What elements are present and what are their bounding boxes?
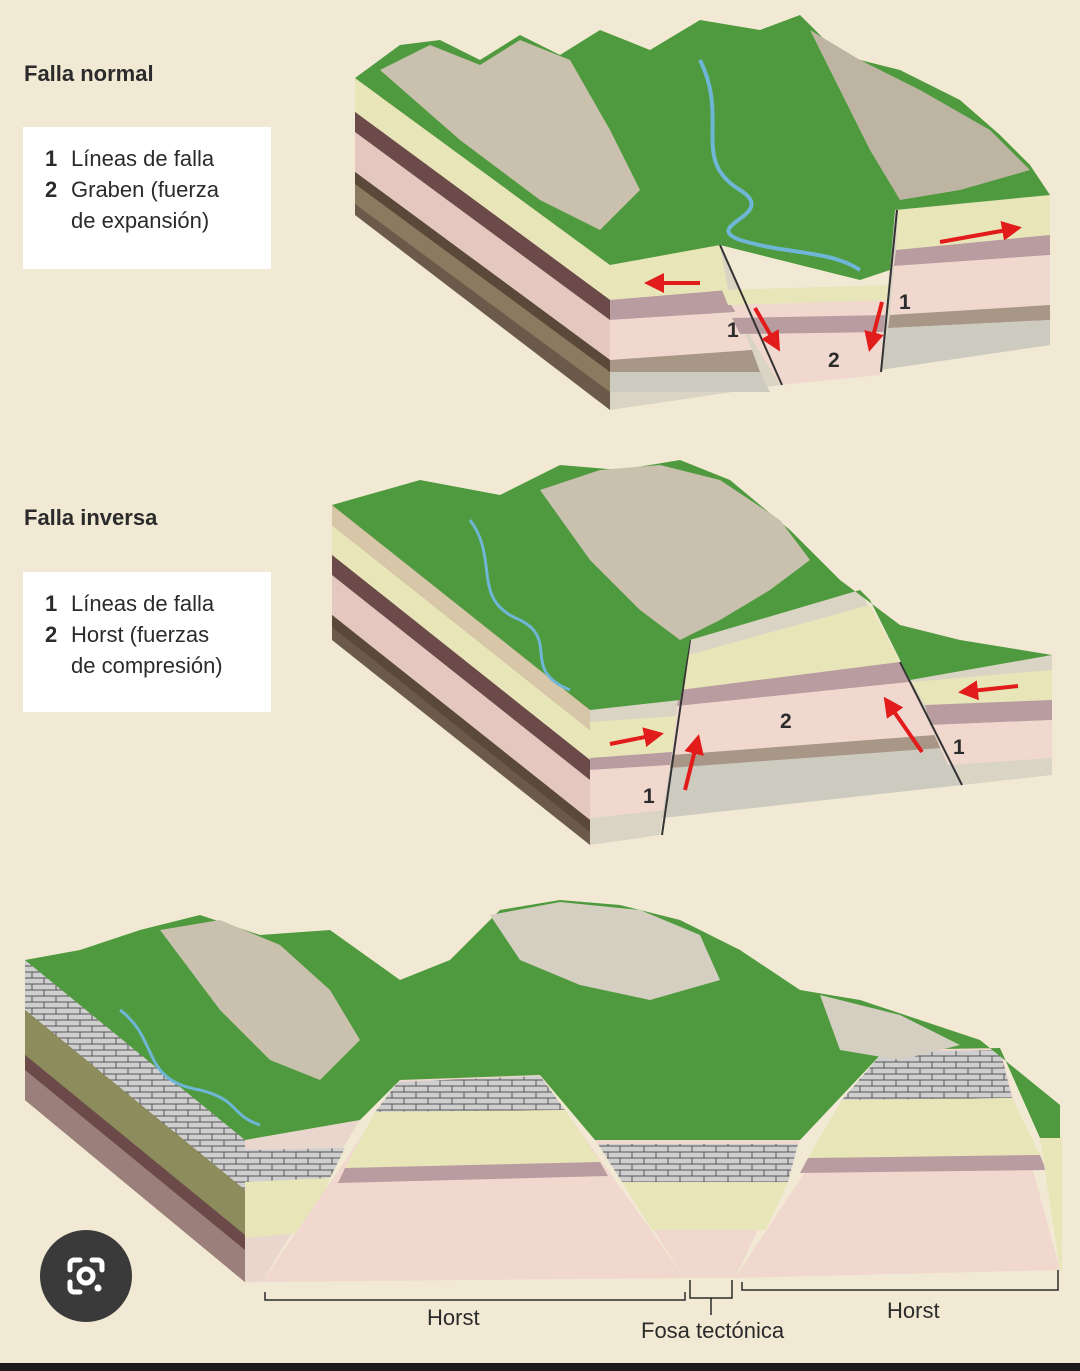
- legend-item: 2 Horst (fuerzas de compresión): [45, 619, 253, 681]
- legend-number: 2: [45, 622, 58, 647]
- left-side-strata: [25, 960, 245, 1282]
- terrain-surface: [25, 900, 1060, 1140]
- panel-1-legend: 1 Líneas de falla 2 Graben (fuerza de ex…: [23, 127, 271, 269]
- google-lens-button[interactable]: [40, 1230, 132, 1322]
- horst-graben-block: Horst Fosa tectónica Horst: [25, 900, 1062, 1343]
- fault-marker-1b: 1: [899, 291, 911, 314]
- horst-left-label: Horst: [427, 1305, 480, 1330]
- horst-right-label: Horst: [887, 1298, 940, 1323]
- legend-item: 1 Líneas de falla: [45, 143, 253, 174]
- force-arrows: [609, 680, 1019, 791]
- legend-item: 1 Líneas de falla: [45, 588, 253, 619]
- legend-text: Líneas de falla: [71, 591, 215, 616]
- google-lens-icon: [67, 1257, 105, 1295]
- legend-number: 1: [45, 591, 58, 616]
- front-face-strata: [590, 590, 1052, 845]
- bottom-bar: [0, 1363, 1080, 1371]
- legend-item: 2 Graben (fuerza de expansión): [45, 174, 253, 236]
- panel-2-title: Falla inversa: [24, 505, 158, 530]
- terrain-surface: [332, 460, 1052, 710]
- fault-marker-1: 1: [643, 785, 655, 808]
- front-face-strata: [245, 1048, 1062, 1282]
- graben-marker-2: 2: [828, 349, 840, 372]
- reverse-fault-block: 1 1 2: [332, 460, 1052, 845]
- legend-text: Horst (fuerzas de compresión): [71, 622, 223, 678]
- fosa-tectonica-label: Fosa tectónica: [641, 1318, 785, 1343]
- panel-1-title: Falla normal: [24, 61, 154, 86]
- legend-text: Líneas de falla: [71, 146, 215, 171]
- legend-text: Graben (fuerza de expansión): [71, 177, 219, 233]
- terrain-surface: [355, 15, 1050, 280]
- fault-marker-1: 1: [727, 319, 739, 342]
- force-arrows: [644, 220, 1022, 352]
- left-side-strata: [332, 505, 590, 845]
- left-side-strata: [355, 78, 610, 410]
- bottom-brackets: [264, 1270, 1059, 1315]
- legend-number: 1: [45, 146, 58, 171]
- normal-fault-block: 1 1 2: [355, 15, 1050, 410]
- fault-marker-1b: 1: [953, 736, 965, 759]
- legend-number: 2: [45, 177, 58, 202]
- horst-marker-2: 2: [780, 710, 792, 733]
- panel-2-legend: 1 Líneas de falla 2 Horst (fuerzas de co…: [23, 572, 271, 712]
